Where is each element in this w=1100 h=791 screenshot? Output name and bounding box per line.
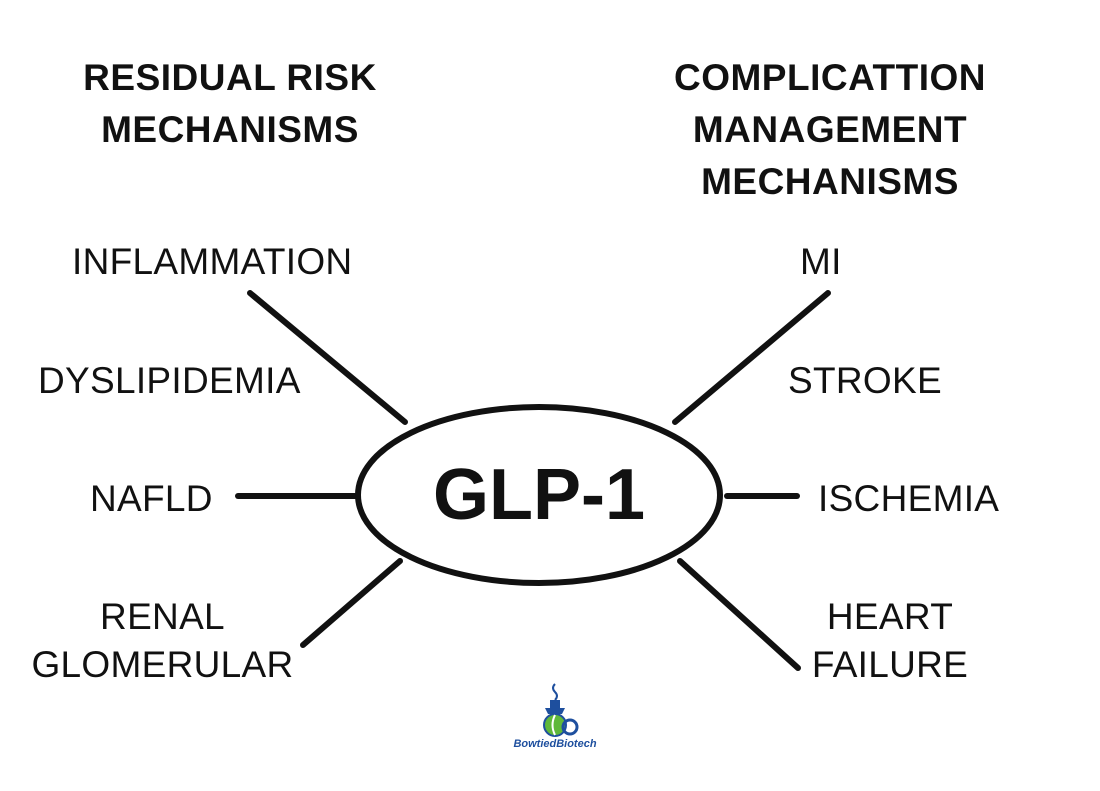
node-mi: MI xyxy=(800,238,842,286)
node-label: DYSLIPIDEMIA xyxy=(38,360,301,401)
heading-line: MECHANISMS xyxy=(101,109,359,150)
residual-risk-heading: RESIDUAL RISK MECHANISMS xyxy=(40,52,420,156)
node-label: STROKE xyxy=(788,360,942,401)
glp1-label: GLP-1 xyxy=(432,455,646,535)
connector-heart-failure xyxy=(677,558,801,671)
node-label: INFLAMMATION xyxy=(72,241,353,282)
node-inflammation: INFLAMMATION xyxy=(72,238,352,286)
node-nafld: NAFLD xyxy=(90,475,213,523)
glp1-ellipse xyxy=(355,404,723,586)
node-label: FAILURE xyxy=(811,644,969,685)
heading-line: MECHANISMS xyxy=(701,161,959,202)
node-label: ISCHEMIA xyxy=(818,478,1000,519)
bowtiedbiotech-logo: BowtiedBiotech xyxy=(505,680,605,755)
node-ischemia: ISCHEMIA xyxy=(818,475,999,523)
node-label: GLOMERULAR xyxy=(31,644,294,685)
complication-management-heading: COMPLICATTION MANAGEMENT MECHANISMS xyxy=(620,52,1040,208)
node-label: RENAL xyxy=(100,596,225,637)
logo-text: BowtiedBiotech xyxy=(513,738,597,750)
heading-line: RESIDUAL RISK xyxy=(83,57,377,98)
node-dyslipidemia: DYSLIPIDEMIA xyxy=(38,357,301,405)
heading-line: COMPLICATTION xyxy=(673,57,987,98)
heading-line: MANAGEMENT xyxy=(692,109,968,150)
node-heart-failure: HEART FAILURE xyxy=(800,593,980,689)
connector-mi xyxy=(672,290,831,425)
connector-inflammation xyxy=(247,290,408,425)
node-renal-glomerular: RENAL GLOMERULAR xyxy=(25,593,300,689)
node-label: MI xyxy=(800,241,842,282)
node-label: NAFLD xyxy=(90,478,213,519)
connector-renal-glomerular xyxy=(300,558,403,648)
node-stroke: STROKE xyxy=(788,357,942,405)
node-label: HEART xyxy=(826,596,954,637)
flask-bean-icon xyxy=(543,683,579,737)
